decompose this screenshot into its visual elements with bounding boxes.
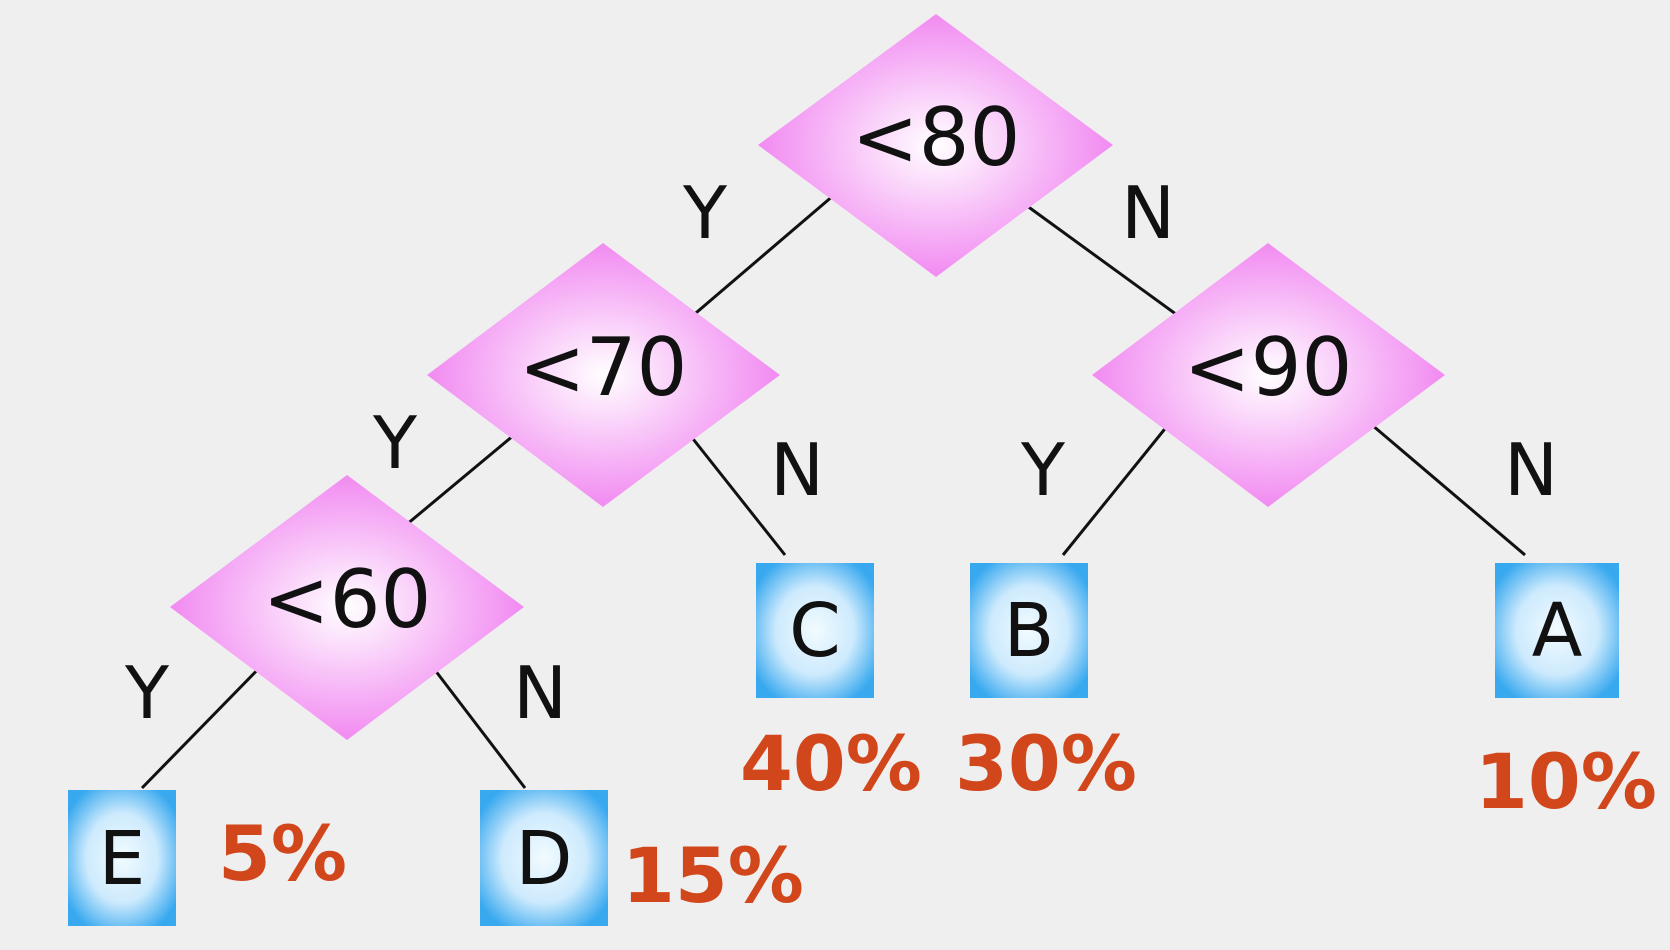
edge-label-root-no: N — [1121, 171, 1175, 255]
edge-label-left-yes: Y — [372, 401, 418, 485]
leaf-node-c: C — [756, 563, 874, 698]
edge-leftleft-no — [423, 656, 527, 789]
edge-right-yes — [1061, 424, 1170, 556]
edge-left-no — [680, 424, 787, 556]
decision-label-leftleft: <60 — [263, 553, 432, 646]
leaf-label-e: E — [99, 816, 146, 902]
edge-root-yes — [689, 193, 835, 320]
leaf-node-d: D — [480, 790, 608, 926]
leaf-label-d: D — [516, 816, 573, 902]
edge-label-left-no: N — [770, 428, 824, 512]
decision-node-right: <90 — [1092, 243, 1445, 507]
leaf-label-c: C — [789, 588, 841, 674]
edge-label-root-yes: Y — [682, 171, 728, 255]
percent-label-e: 5% — [218, 809, 347, 898]
edge-left-yes — [399, 423, 527, 532]
percent-label-a: 10% — [1475, 737, 1657, 826]
leaf-node-a: A — [1495, 563, 1619, 698]
edge-right-no — [1371, 423, 1526, 557]
percent-label-d: 15% — [622, 831, 804, 920]
edge-leftleft-yes — [140, 655, 272, 790]
decision-node-leftleft: <60 — [170, 475, 524, 740]
percent-label-c: 40% — [740, 719, 922, 808]
percent-label-b: 30% — [955, 719, 1137, 808]
leaf-label-b: B — [1004, 588, 1055, 674]
edge-root-no — [1011, 193, 1196, 330]
edge-label-leftleft-yes: Y — [124, 651, 170, 735]
decision-label-right: <90 — [1184, 321, 1353, 414]
leaf-node-e: E — [68, 790, 176, 926]
decision-label-root: <80 — [852, 91, 1021, 184]
leaf-node-b: B — [970, 563, 1088, 698]
edge-label-leftleft-no: N — [513, 651, 567, 735]
edge-label-right-no: N — [1504, 428, 1558, 512]
decision-label-left: <70 — [519, 321, 688, 414]
decision-node-left: <70 — [427, 243, 780, 507]
edge-label-right-yes: Y — [1020, 428, 1066, 512]
leaf-label-a: A — [1532, 588, 1583, 674]
decision-node-root: <80 — [758, 14, 1113, 277]
